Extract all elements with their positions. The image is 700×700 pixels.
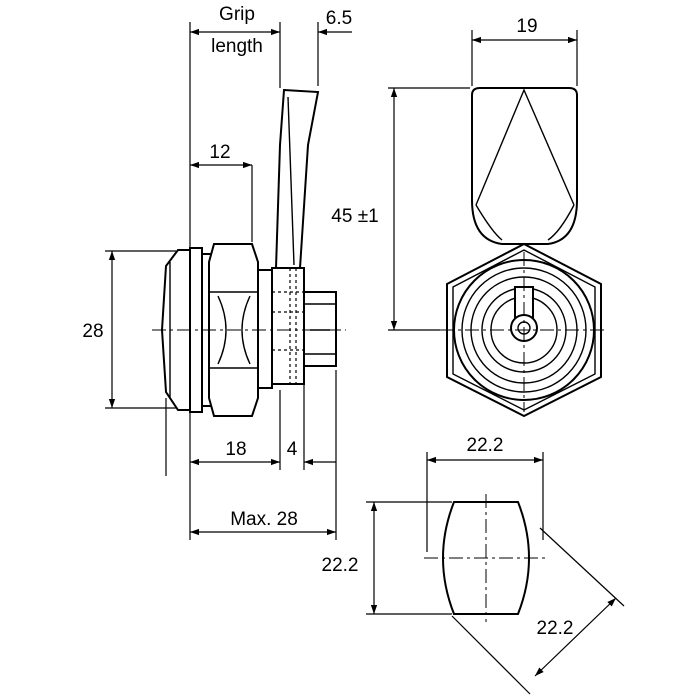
- cam-width-label: 19: [516, 16, 537, 37]
- nut-gap-label: 4: [287, 439, 298, 460]
- lock-body: [257, 267, 305, 389]
- cutout-height-label: 22.2: [322, 555, 359, 576]
- rear-nut: [303, 291, 337, 367]
- panel-cutout-view: 22.2 22.2 22.2: [322, 435, 625, 695]
- cam-blade: [471, 87, 578, 245]
- cam-arm: [274, 88, 320, 269]
- cutout-diagonal-label: 22.2: [537, 618, 574, 639]
- cam-thickness-label: 6.5: [326, 8, 352, 29]
- body-length-label: 18: [225, 439, 246, 460]
- grip-length-label-line1: Grip: [219, 4, 255, 25]
- bezel-offset-label: 12: [209, 142, 230, 163]
- face-diameter-label: 28: [82, 321, 103, 342]
- cutout-width-label: 22.2: [467, 435, 504, 456]
- cam-length-label: 45 ±1: [331, 206, 378, 227]
- max-length-label: Max. 28: [230, 509, 298, 530]
- front-view: 19 45 ±1: [331, 16, 608, 418]
- side-view: Grip length 6.5 12 28 18 4 Max. 28: [82, 4, 352, 540]
- grip-length-label-line2: length: [211, 36, 263, 57]
